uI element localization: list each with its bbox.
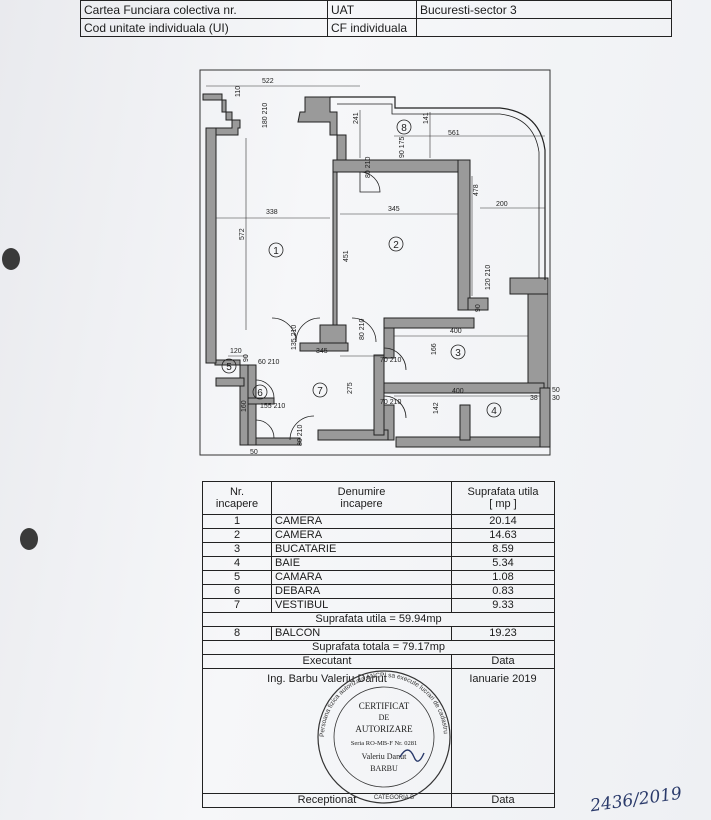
dimension-labels: 522 110 180 210 241 141 561 90 175 80 21…: [230, 78, 560, 456]
dim-label: 90: [475, 304, 482, 312]
header-denumire: Denumire incapere: [271, 481, 452, 515]
floor-plan: 522 110 180 210 241 141 561 90 175 80 21…: [199, 69, 560, 456]
data-label: Data: [451, 654, 555, 669]
receptionat-label: Receptionat: [202, 793, 452, 808]
room-number: 6: [257, 388, 263, 399]
dim-label: 141: [423, 112, 430, 124]
dim-label: 338: [266, 209, 278, 216]
dim-label: 522: [262, 78, 274, 85]
dim-label: 60 210: [258, 359, 280, 366]
dim-label: 155 210: [260, 403, 285, 410]
dim-label: 90 175: [399, 136, 406, 158]
punch-hole: [2, 248, 20, 270]
authorization-stamp: Persoana fizica autorizata ANCPI sa exec…: [317, 670, 451, 804]
punch-hole: [20, 528, 38, 550]
dim-label: 120 210: [485, 265, 492, 290]
dim-label: 110: [235, 86, 242, 97]
dimension-lines: [206, 85, 545, 397]
room-number: 4: [491, 406, 497, 417]
header-suprafata: Suprafata utila [ mp ]: [451, 481, 555, 515]
header-nr: Nr. incapere: [202, 481, 272, 515]
total-suprafata: Suprafata totala = 79.17mp: [202, 640, 555, 655]
total-utila: Suprafata utila = 59.94mp: [202, 612, 555, 627]
stamp-line: DE: [379, 713, 390, 722]
dim-label: 166: [431, 343, 438, 355]
header-table: Cartea Funciara colectiva nr. UAT Bucure…: [80, 0, 672, 37]
stamp-line: CERTIFICAT: [359, 701, 410, 711]
walls: [202, 93, 551, 448]
room-number: 7: [317, 386, 323, 397]
room-number: 8: [401, 123, 407, 134]
dim-label: 400: [450, 328, 462, 335]
plan-frame: [199, 69, 551, 456]
dim-label: 241: [353, 112, 360, 124]
uat-label: UAT: [327, 0, 417, 19]
dim-label: 160: [241, 400, 248, 412]
dim-label: 142: [433, 402, 440, 414]
room-number: 1: [273, 246, 279, 257]
dim-label: 345: [316, 348, 328, 355]
signature-mark: [399, 749, 425, 762]
dim-label: 80 210: [359, 318, 366, 340]
data-label-2: Data: [451, 793, 555, 808]
dim-label: 200: [496, 201, 508, 208]
dim-label: 70 210: [380, 399, 402, 406]
dim-label: 275: [347, 382, 354, 394]
dim-label: 135 210: [291, 325, 298, 350]
room-number: 5: [226, 362, 232, 373]
dim-label: 478: [473, 184, 480, 196]
dim-label: 561: [448, 130, 460, 137]
room-number: 3: [455, 348, 461, 359]
stamp-line: BARBU: [370, 764, 398, 773]
handwritten-number: 2436/2019: [589, 783, 684, 817]
cf-individuala-label: CF individuala: [327, 18, 417, 37]
dim-label: 50: [552, 387, 560, 394]
room-number: 2: [393, 240, 399, 251]
balcony-outline: [330, 96, 546, 280]
dim-label: 70 210: [380, 357, 402, 364]
dim-label: 572: [239, 228, 246, 240]
dim-label: 80 210: [365, 156, 372, 178]
dim-label: 38: [530, 395, 538, 402]
dim-label: 180 210: [262, 103, 269, 128]
executant-name: Ing. Barbu Valeriu Danut: [202, 668, 452, 794]
stamp-line: Valeriu Danut: [362, 752, 407, 761]
dim-label: 345: [388, 206, 400, 213]
dim-label: 30: [552, 395, 560, 402]
dim-label: 451: [343, 250, 350, 262]
dim-label: 400: [452, 388, 464, 395]
executant-date: Ianuarie 2019: [451, 668, 555, 794]
stamp-bottom: CATEGORIA B: [374, 795, 414, 801]
stamp-line: AUTORIZARE: [355, 724, 413, 734]
cod-ui-label: Cod unitate individuala (UI): [80, 18, 328, 37]
dim-label: 120: [230, 348, 242, 355]
room-labels: 1 2 3 4 5 6 7 8: [221, 119, 502, 418]
stamp-line: Seria RO-MB-F Nr. 0281: [351, 740, 417, 747]
cf-individuala-value: [416, 18, 672, 37]
dim-label: 80 210: [297, 424, 304, 446]
rooms-table: Nr. incapere Denumire incapere Suprafata…: [202, 481, 555, 808]
dim-label: 50: [250, 449, 258, 456]
dim-label: 90: [243, 354, 250, 362]
door-swings: [255, 171, 407, 441]
